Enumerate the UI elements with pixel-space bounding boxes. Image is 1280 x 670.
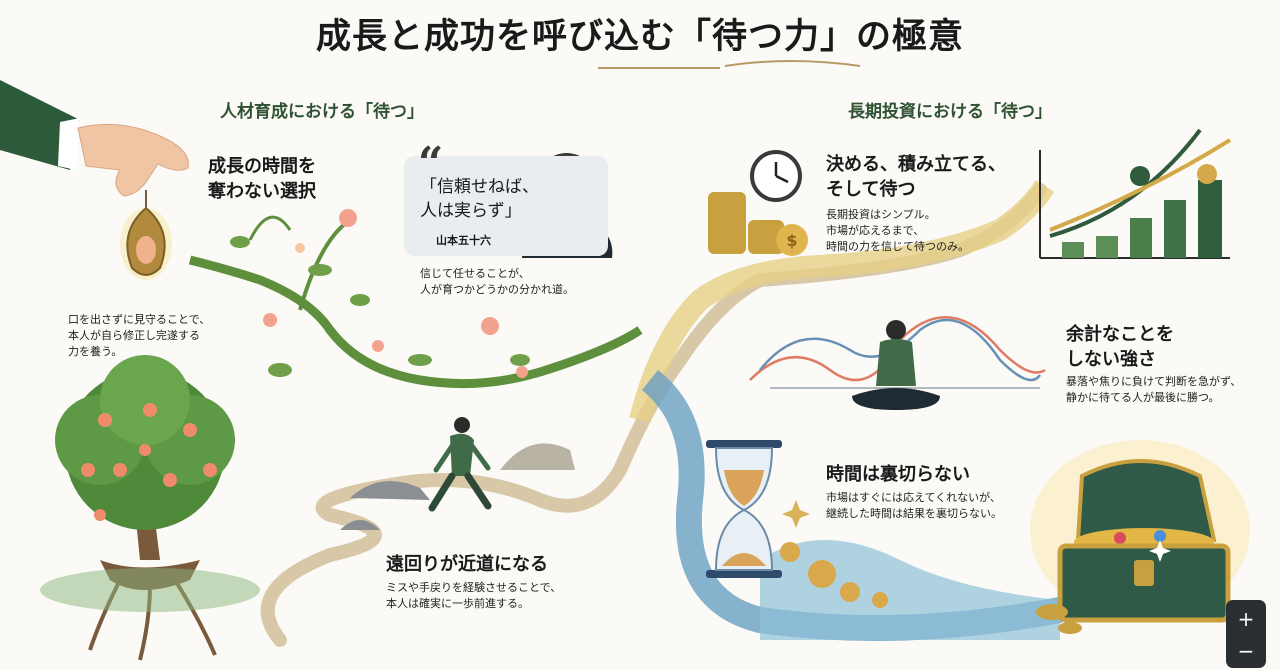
coin-stack-icon [708,192,808,256]
left-card1-body: 口を出さずに見守ることで、 本人が自ら修正し完遂する 力を養う。 [68,313,211,358]
left-card2-body: ミスや手戻りを経験させることで、 本人は確実に一歩前進する。 [386,581,562,610]
sparkle-icon [782,500,810,528]
dollar-icon: $ [786,231,797,250]
title-underline-icon [598,60,861,69]
zoom-control: + − [1226,600,1266,668]
fruit-tree-icon [40,355,260,661]
right-section-title: 長期投資における「待つ」 [848,102,1052,122]
sparkle-icon [1149,540,1171,562]
clock-icon [750,150,802,202]
left-card2-heading: 遠回りが近道になる [386,554,548,575]
left-card1-heading: 成長の時間を 奪わない選択 [208,156,316,202]
growth-chart-icon [1039,128,1232,259]
page-title: 成長と成功を呼び込む「待つ力」の極意 [315,17,964,57]
right-card3-heading: 時間は裏切らない [826,464,970,485]
zoom-in-button[interactable]: + [1237,607,1255,631]
walking-person-icon [340,417,575,530]
treasure-chest-icon [1030,440,1250,634]
left-section-title: 人材育成における「待つ」 [220,102,424,122]
right-card3-body: 市場はすぐには応えてくれないが、 継続した時間は結果を裏切らない。 [826,491,1002,520]
quote-caption: 信じて任せることが、 人が育つかどうかの分かれ道。 [420,267,574,296]
quote-author: 山本五十六 [436,234,491,247]
quote-mark-icon: “ [418,138,444,189]
quote-text: 「信頼せねば、 人は実らず」 [420,177,539,221]
hand-holding-seed-icon [0,80,189,280]
right-card1-body: 長期投資はシンプル。 市場が応えるまで、 時間の力を信じて待つのみ。 [826,208,969,253]
hourglass-icon [706,440,782,578]
right-card2-heading: 余計なことを しない強さ [1066,324,1174,370]
right-card2-body: 暴落や焦りに負けて判断を急がず、 静かに待てる人が最後に勝つ。 [1066,375,1242,404]
right-card1-heading: 決める、積み立てる、 そして待つ [826,154,1006,200]
zoom-out-button[interactable]: − [1237,639,1255,663]
coins-in-river-icon [780,542,888,608]
vine-with-flowers-icon [188,209,643,389]
meditating-person-icon [749,316,1046,410]
quote-box [404,156,608,256]
